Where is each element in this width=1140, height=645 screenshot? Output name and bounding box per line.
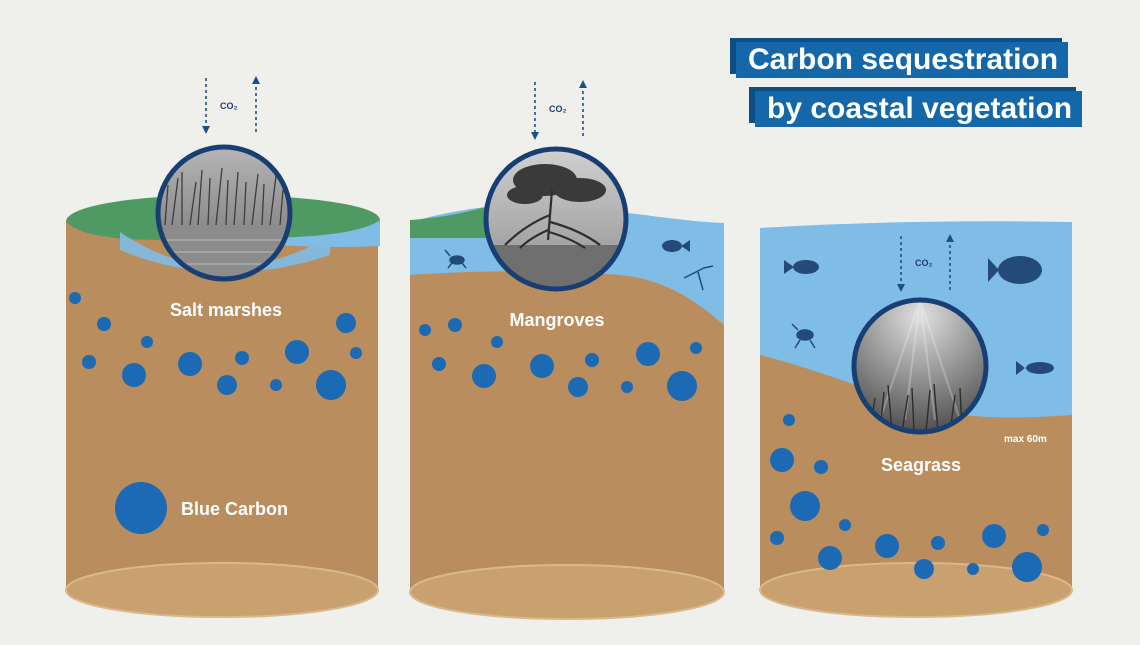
blue-carbon-dot-icon — [350, 347, 362, 359]
blue-carbon-dot-icon — [875, 534, 899, 558]
blue-carbon-dot-icon — [914, 559, 934, 579]
blue-carbon-dot-icon — [336, 313, 356, 333]
blue-carbon-dot-icon — [491, 336, 503, 348]
blue-carbon-dot-icon — [770, 531, 784, 545]
blue-carbon-dot-icon — [472, 364, 496, 388]
blue-carbon-dot-icon — [316, 370, 346, 400]
blue-carbon-dot-icon — [839, 519, 851, 531]
blue-carbon-label: Blue Carbon — [181, 499, 288, 519]
blue-carbon-dot-icon — [636, 342, 660, 366]
blue-carbon-dot-icon — [141, 336, 153, 348]
mangrove-vegetation — [410, 205, 492, 238]
blue-carbon-dot-icon — [1037, 524, 1049, 536]
blue-carbon-dot-icon — [790, 491, 820, 521]
blue-carbon-dot-icon — [69, 292, 81, 304]
blue-carbon-dot-icon — [783, 414, 795, 426]
blue-carbon-dot-icon — [568, 377, 588, 397]
blue-carbon-dot-icon — [448, 318, 462, 332]
seagrass-label: Seagrass — [881, 455, 961, 475]
blue-carbon-dot-icon — [818, 546, 842, 570]
blue-carbon-dot-icon — [585, 353, 599, 367]
blue-carbon-dot-icon — [235, 351, 249, 365]
salt-marshes-label: Salt marshes — [170, 300, 282, 320]
blue-carbon-dot-icon — [967, 563, 979, 575]
blue-carbon-legend-dot — [115, 482, 167, 534]
blue-carbon-dot-icon — [667, 371, 697, 401]
blue-carbon-dot-icon — [814, 460, 828, 474]
co2-label-2: CO₂ — [549, 104, 567, 114]
title-line-2: by coastal vegetation — [755, 91, 1082, 127]
blue-carbon-dot-icon — [1012, 552, 1042, 582]
blue-carbon-dot-icon — [97, 317, 111, 331]
co2-label-3: CO₂ — [915, 258, 933, 268]
blue-carbon-dot-icon — [217, 375, 237, 395]
mangroves-label: Mangroves — [509, 310, 604, 330]
blue-carbon-dot-icon — [178, 352, 202, 376]
blue-carbon-dot-icon — [530, 354, 554, 378]
blue-carbon-dot-icon — [270, 379, 282, 391]
blue-carbon-dot-icon — [621, 381, 633, 393]
blue-carbon-dot-icon — [285, 340, 309, 364]
blue-carbon-dot-icon — [122, 363, 146, 387]
blue-carbon-dot-icon — [770, 448, 794, 472]
depth-label: max 60m — [1004, 434, 1047, 445]
salt-marsh-base — [66, 563, 378, 617]
blue-carbon-dot-icon — [432, 357, 446, 371]
blue-carbon-dot-icon — [690, 342, 702, 354]
mangrove-base — [410, 565, 724, 619]
blue-carbon-dot-icon — [82, 355, 96, 369]
co2-label-1: CO₂ — [220, 101, 238, 111]
blue-carbon-dot-icon — [982, 524, 1006, 548]
blue-carbon-dot-icon — [931, 536, 945, 550]
title-line-1: Carbon sequestration — [736, 42, 1068, 78]
blue-carbon-dot-icon — [419, 324, 431, 336]
